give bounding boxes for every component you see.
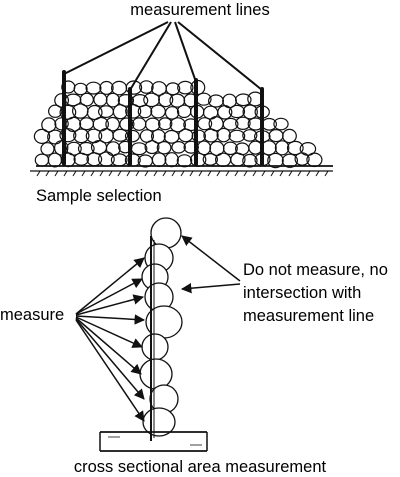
measure-arrows xyxy=(75,257,146,422)
log-end xyxy=(48,104,63,118)
log-end xyxy=(33,128,51,144)
log-end xyxy=(242,153,258,168)
log-end xyxy=(73,82,88,96)
log-end xyxy=(144,117,161,132)
log-end xyxy=(273,117,289,131)
log-end xyxy=(163,129,180,144)
log-end xyxy=(228,104,246,119)
log-end xyxy=(40,142,55,156)
log-end xyxy=(65,141,82,156)
log-end xyxy=(151,81,167,96)
log-end xyxy=(158,92,174,108)
log-end xyxy=(176,154,193,168)
log-end xyxy=(164,152,179,168)
log-end xyxy=(139,80,154,94)
log-end xyxy=(169,117,186,133)
log-end xyxy=(119,117,135,131)
log-end xyxy=(274,140,290,156)
log-end xyxy=(235,93,252,107)
log-end xyxy=(85,128,103,144)
column-base xyxy=(99,431,208,452)
log-end xyxy=(216,127,231,143)
log-end xyxy=(110,80,128,96)
log-end xyxy=(117,93,135,107)
ground-top xyxy=(30,165,333,177)
do-not-measure-line-1: Do not measure, no xyxy=(243,261,388,279)
log-end xyxy=(299,141,317,156)
log-end xyxy=(282,128,297,144)
measure-label: measure xyxy=(0,306,65,324)
log-end xyxy=(85,81,102,95)
log-end xyxy=(130,142,148,156)
log-end xyxy=(143,92,161,108)
log-end xyxy=(131,93,149,108)
log-end xyxy=(208,94,225,108)
log-end xyxy=(177,80,194,95)
log-end xyxy=(139,129,154,143)
log-end xyxy=(183,140,199,154)
log-end xyxy=(222,93,237,109)
measurement-lines-pointers xyxy=(63,21,263,91)
measurement-lines-label: measurement lines xyxy=(130,1,270,19)
measurement-posts xyxy=(62,70,264,166)
log-end xyxy=(191,129,206,143)
do-not-measure-label: Do not measure, no intersection with mea… xyxy=(243,259,388,328)
log-end xyxy=(112,128,129,142)
do-not-measure-line-3: measurement line xyxy=(243,307,375,325)
log-end xyxy=(59,104,77,120)
log-end xyxy=(242,129,258,142)
log-end xyxy=(267,152,284,169)
log-end xyxy=(156,140,172,155)
log-end xyxy=(73,128,90,144)
log-end xyxy=(34,153,50,167)
log-end xyxy=(235,116,251,131)
log-end xyxy=(79,92,94,107)
log-end xyxy=(86,104,103,121)
log-pile xyxy=(33,79,323,169)
log-end xyxy=(97,105,114,118)
log-end xyxy=(125,80,143,95)
do-not-measure-line-2: intersection with xyxy=(243,284,362,302)
log-end xyxy=(202,105,219,120)
log-end xyxy=(157,117,173,131)
sample-selection-caption: Sample selection xyxy=(36,187,162,205)
log-end xyxy=(99,80,114,95)
log-end xyxy=(79,117,95,131)
log-end xyxy=(281,153,298,168)
log-end xyxy=(248,140,263,155)
cross-section-caption: cross sectional area measurement xyxy=(73,458,327,476)
log-end xyxy=(77,141,95,156)
log-end xyxy=(165,82,181,96)
log-end xyxy=(105,141,121,157)
log-end xyxy=(92,116,110,132)
log-end xyxy=(171,141,186,154)
log-end xyxy=(209,140,225,157)
log-end xyxy=(222,117,239,131)
log-end xyxy=(164,106,180,120)
log-end xyxy=(41,117,57,133)
log-end xyxy=(268,129,284,143)
do-not-measure-arrows xyxy=(180,235,241,294)
log-end xyxy=(151,152,167,168)
log-column xyxy=(139,217,183,437)
log-end xyxy=(222,141,238,156)
log-end xyxy=(150,129,166,144)
log-end xyxy=(286,140,304,156)
log-end xyxy=(105,92,121,108)
log-end xyxy=(54,117,69,131)
log-end xyxy=(124,129,140,143)
log-end xyxy=(54,93,69,108)
log-end xyxy=(228,129,246,143)
log-end xyxy=(150,104,166,119)
log-end xyxy=(196,140,212,156)
log-end xyxy=(93,92,108,107)
log-end xyxy=(242,104,258,120)
